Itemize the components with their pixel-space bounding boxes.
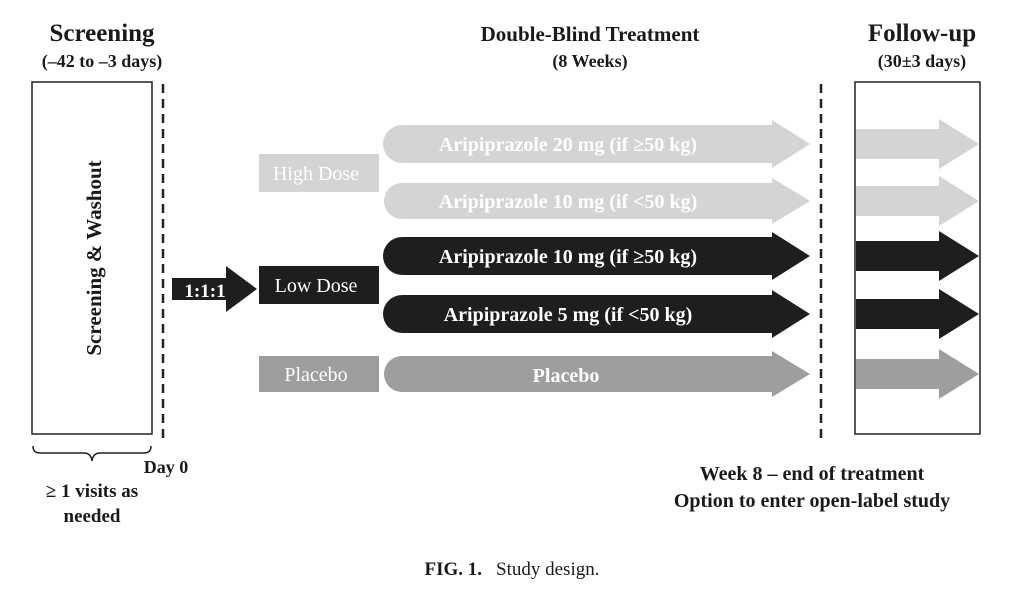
figure-caption-label: FIG. 1. (425, 559, 483, 580)
followup-arrow-3 (856, 231, 979, 281)
day0-label: Day 0 (144, 457, 189, 477)
screening-brace (32, 445, 152, 462)
screening-box (31, 81, 153, 435)
treatment-arm-3: Aripiprazole 10 mg (if ≥50 kg) (383, 232, 810, 280)
end-of-treatment-note: Week 8 – end of treatment (700, 463, 925, 485)
treatment-arm-1: Aripiprazole 20 mg (if ≥50 kg) (383, 120, 810, 168)
high-dose-box (259, 154, 379, 192)
treatment-duration: (8 Weeks) (552, 51, 627, 72)
followup-header: Follow-up (868, 20, 976, 47)
randomization-ratio: 1:1:1 (184, 281, 225, 302)
treatment-arm-3-label: Aripiprazole 10 mg (if ≥50 kg) (439, 246, 697, 268)
treatment-arm-5-arrow (384, 351, 810, 397)
treatment-arm-4-arrow (383, 290, 810, 338)
open-label-note: Option to enter open-label study (674, 490, 950, 512)
followup-arrow-1 (856, 119, 979, 169)
low-dose-label: Low Dose (275, 275, 358, 297)
figure-caption-text: Study design. (496, 559, 599, 580)
followup-arrow-5 (856, 349, 979, 399)
treatment-arm-1-label: Aripiprazole 20 mg (if ≥50 kg) (439, 134, 697, 156)
treatment-arm-3-arrow (383, 232, 810, 280)
screening-header: Screening (49, 20, 155, 47)
treatment-arm-5: Placebo (384, 351, 810, 397)
treatment-arm-2: Aripiprazole 10 mg (if <50 kg) (384, 178, 810, 224)
low-dose-box (259, 266, 379, 304)
placebo-group-box (259, 356, 379, 392)
figure-caption: FIG. 1. Study design. (425, 559, 600, 580)
treatment-arm-2-arrow (384, 178, 810, 224)
treatment-header: Double-Blind Treatment (481, 22, 700, 46)
followup-arrow-2 (856, 176, 979, 226)
treatment-arm-4-label: Aripiprazole 5 mg (if <50 kg) (444, 304, 693, 326)
screening-visits-line2: needed (64, 506, 121, 527)
followup-duration: (30±3 days) (878, 51, 966, 72)
randomization-arrow (172, 266, 257, 312)
followup-arrow-4 (856, 289, 979, 339)
screening-box-label: Screening & Washout (82, 160, 106, 355)
treatment-arm-2-label: Aripiprazole 10 mg (if <50 kg) (439, 191, 698, 213)
placebo-group-label: Placebo (284, 364, 347, 386)
treatment-arm-5-label: Placebo (533, 365, 600, 387)
screening-duration: (–42 to –3 days) (42, 51, 163, 72)
screening-visits-line1: ≥ 1 visits as (46, 481, 138, 502)
treatment-arm-4: Aripiprazole 5 mg (if <50 kg) (383, 290, 810, 338)
treatment-arm-1-arrow (383, 120, 810, 168)
high-dose-label: High Dose (273, 163, 359, 185)
